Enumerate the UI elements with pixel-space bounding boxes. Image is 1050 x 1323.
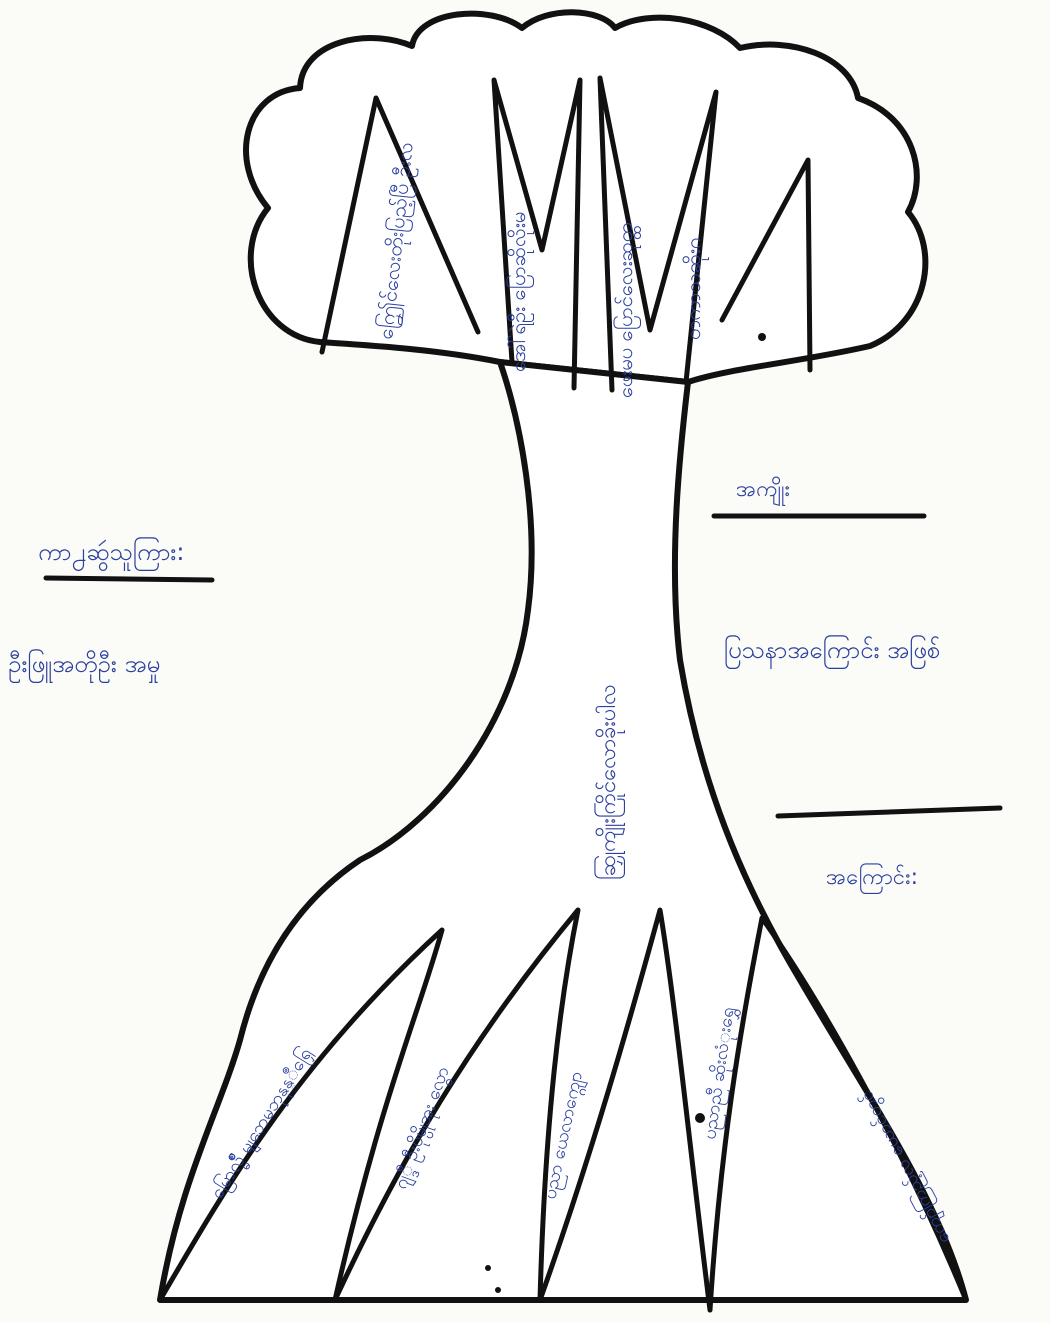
ink-dot [495,1287,501,1293]
ink-dot [758,333,766,341]
tree-crown-outline [246,12,925,382]
ink-dot [485,1265,491,1271]
right-heading-top: အကျိုး [736,476,790,507]
right-heading-bottom: အကြောင်း: [826,863,918,894]
right-text: ပြသနာအကြောင်း အဖြစ် [724,634,940,669]
branch-label-4: တကာသဆိုးဂ [681,238,709,340]
ink-dot [695,1113,705,1123]
branch-label-2: အေါ်ရဲဦး ပြောဆိုလိုးမ [506,212,534,372]
branch-label-3: ဖေးမပ ပြောင်လေးဆုတ္ထ [613,223,641,398]
left-heading-underline [46,578,212,580]
right-divider [778,808,1000,816]
left-text: ဦးဖြူအတိုဦး အမှု [8,648,160,684]
left-heading: ကာ႕ဆွဴသူကြား: [38,536,184,572]
